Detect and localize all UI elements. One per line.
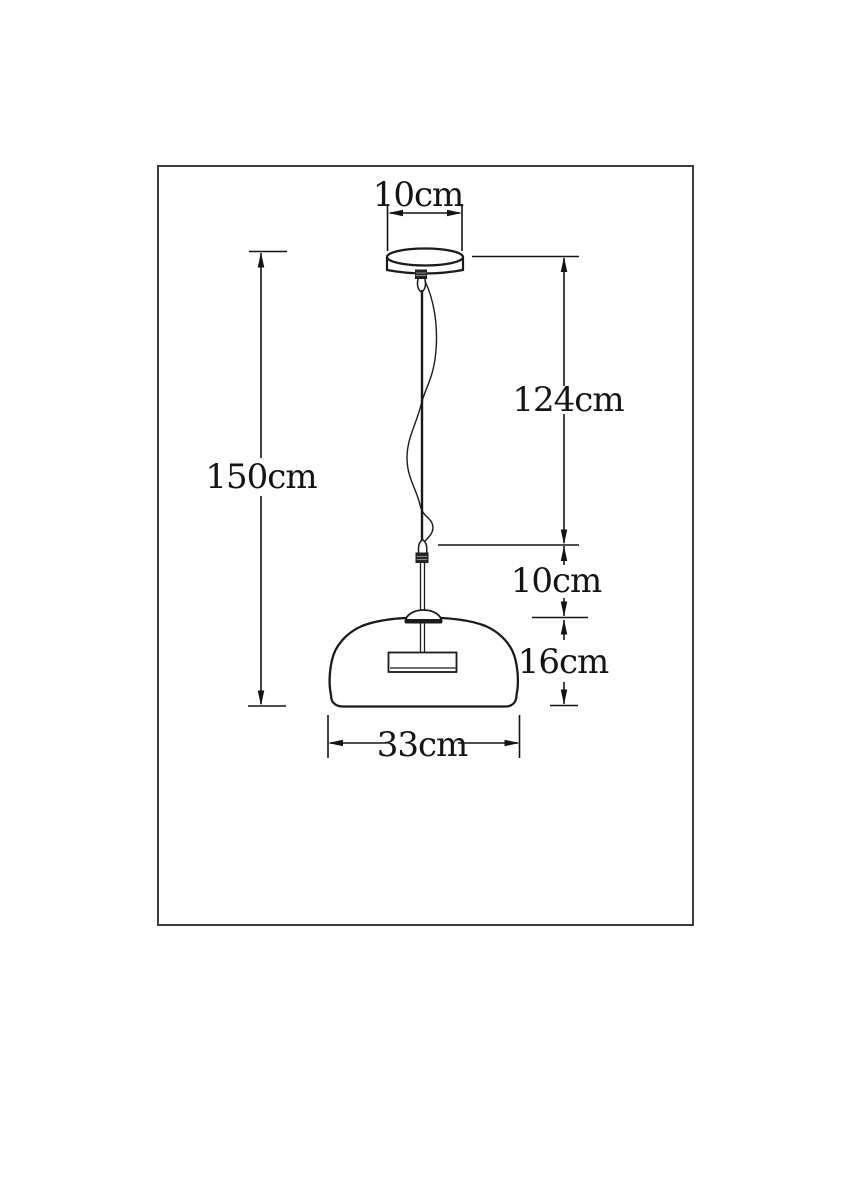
arrow-right-icon: [447, 209, 462, 217]
label-shade-height: 16cm: [517, 642, 610, 682]
arrow-down-icon: [560, 529, 568, 545]
arrow-up-icon: [560, 546, 568, 561]
lamp-shade: [328, 616, 520, 708]
arrow-up-icon: [560, 619, 568, 635]
label-shade-width: 33cm: [376, 725, 469, 765]
dim-cord-length: [472, 255, 579, 545]
label-total-height: 150cm: [205, 457, 317, 497]
spiral-wire: [406, 280, 438, 547]
drawing-border: [157, 165, 694, 926]
cable-ferrule: [415, 538, 429, 563]
arrow-left-icon: [388, 209, 403, 217]
label-canopy-width: 10cm: [372, 175, 465, 215]
dim-shade-height: [550, 619, 578, 707]
ferrule-cap: [417, 538, 428, 554]
arrow-down-icon: [257, 690, 265, 706]
arrow-right-icon: [504, 739, 520, 747]
led-panel: [387, 651, 458, 673]
dim-shade-width: [327, 715, 521, 758]
stem-rod: [419, 561, 426, 654]
dim-canopy-width: [386, 204, 463, 251]
arrow-up-icon: [257, 252, 265, 268]
arrow-up-icon: [560, 257, 568, 272]
label-stem-gap: 10cm: [510, 561, 603, 601]
arrow-down-icon: [560, 689, 568, 705]
arrow-left-icon: [328, 739, 343, 747]
dim-total-height: [248, 250, 287, 707]
dome-cap: [404, 609, 443, 624]
canopy-top: [385, 247, 465, 267]
arrow-down-icon: [560, 601, 568, 617]
dim-stem-gap: [438, 544, 588, 619]
label-cord-length: 124cm: [512, 380, 624, 420]
